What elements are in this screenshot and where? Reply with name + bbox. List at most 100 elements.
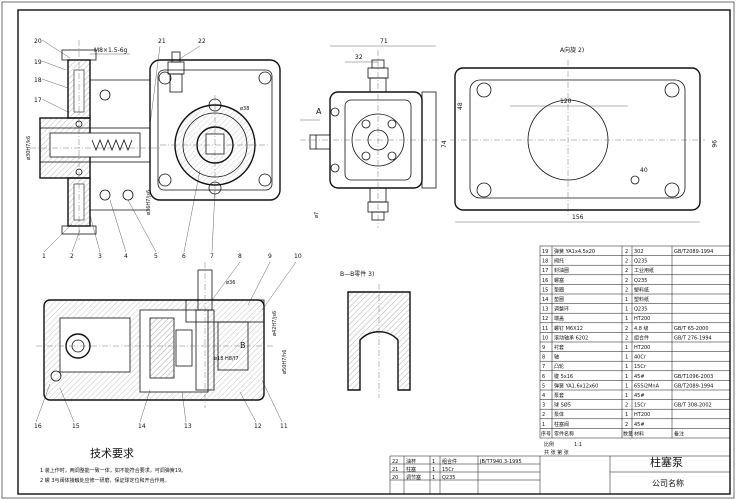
bom-row-material: 40Cr: [634, 355, 647, 361]
drawing-title: 柱塞泵: [650, 455, 683, 469]
bom-row-name: 滚动轴承 6202: [554, 334, 588, 341]
svg-text:3: 3: [98, 253, 102, 260]
bom-row-name: 螺塞: [554, 277, 564, 284]
bom-row-material: 65Si2MnA: [634, 383, 660, 389]
svg-text:7: 7: [210, 253, 214, 260]
bom-row-qty: 1: [625, 297, 628, 303]
dim-156: 156: [572, 214, 584, 221]
svg-text:1: 1: [42, 253, 46, 260]
bom-row-no: 1: [542, 422, 545, 428]
bom-row-qty: 1: [625, 355, 628, 361]
bom-row-material: 15Cr: [634, 364, 647, 370]
bom-row-qty: 2: [625, 403, 628, 409]
callout-group-top: 20 19 18 17 21 22: [34, 38, 206, 126]
std-part-note: JB/T7940.3-1995: [479, 459, 522, 465]
bom-row-no: 11: [542, 326, 548, 332]
bom-row-material: 塑料纸: [634, 296, 649, 303]
company-name: 公司名称: [652, 478, 684, 488]
svg-text:16: 16: [34, 423, 42, 430]
scale-label: 比例: [544, 441, 554, 448]
bom-row-no: 7: [542, 364, 545, 370]
dim-7: ø7: [314, 212, 320, 218]
std-part-name: 油杯: [406, 458, 416, 465]
bom-row-material: 45#: [634, 393, 645, 399]
bom-row-material: HT200: [634, 316, 650, 322]
bom-row-name: 封油圈: [554, 267, 569, 274]
bom-row-material: 工业用纸: [634, 267, 654, 274]
scale-value: 1:1: [574, 442, 582, 448]
bom-row-no: 18: [542, 259, 548, 265]
bom-row-name: 调整环: [554, 306, 569, 313]
bom-row-name: 螺钉 M6X12: [554, 325, 583, 332]
bom-row-name: 轴: [554, 354, 559, 361]
std-part-qty: 1: [432, 467, 435, 473]
std-part-no: 21: [392, 467, 398, 473]
svg-text:12: 12: [254, 423, 262, 430]
bom-row-note: GB/T2089-1994: [674, 383, 713, 389]
bom-row-qty: 1: [625, 307, 628, 313]
callout-group-lower: 1 2 6 8 9 10 16 15 14 13 12 11: [34, 253, 302, 430]
bom-row-material: 302: [634, 249, 644, 255]
fit-dimension-5: ø50H7/h6: [282, 350, 288, 374]
fit-dimension-2: ø36H7/js6: [146, 190, 152, 215]
std-part-no: 22: [392, 459, 398, 465]
dim-48: 48: [457, 102, 464, 110]
view-arrow-a: A: [316, 107, 322, 116]
thread-dimension: M8×1.5-6g: [94, 47, 128, 54]
bom-row-no: 13: [542, 307, 548, 313]
bom-row-no: 15: [542, 287, 548, 293]
bom-row-no: 19: [542, 249, 548, 255]
bom-header-qty: 数量: [623, 430, 633, 437]
svg-text:17: 17: [34, 97, 42, 104]
bom-row-qty: 1: [625, 383, 628, 389]
fit-dimension-3: ø38: [240, 106, 249, 112]
std-part-name: 柱塞: [406, 466, 416, 473]
bom-row-no: 5: [542, 383, 545, 389]
bom-row-qty: 2: [625, 335, 628, 341]
callout-group-bottom: 1 2 3 4 5 6 7: [42, 169, 216, 260]
std-part-material: 15Cr: [442, 467, 455, 473]
bom-row-qty: 2: [625, 278, 628, 284]
bom-row-no: 3: [542, 403, 545, 409]
bom-row-name: 柱塞阀: [554, 421, 569, 428]
dim-96: 96: [710, 140, 717, 148]
section-marker-b: B: [240, 341, 246, 350]
bom-row-qty: 2: [625, 287, 628, 293]
fit-dimension-6: ø18 H8/f7: [214, 356, 239, 362]
sheet-label: 共 张 第 张: [544, 449, 569, 456]
bom-row-no: 12: [542, 316, 548, 322]
dim-74: 74: [441, 140, 448, 148]
bom-row-qty: 1: [625, 364, 628, 370]
dim-40: 40: [640, 167, 648, 174]
title-block: [389, 455, 731, 495]
bom-row-note: GB/T 276-1994: [674, 335, 712, 341]
view-a: [450, 60, 705, 215]
tech-req-title: 技术要求: [90, 447, 134, 460]
front-section-view: [36, 262, 275, 408]
view-b-label: B—B零件 3): [340, 270, 374, 278]
bom-row-name: 凸轮: [554, 363, 564, 370]
svg-text:4: 4: [124, 253, 128, 260]
bom-row-material: 45#: [634, 374, 645, 380]
svg-text:13: 13: [184, 423, 192, 430]
bom-row-qty: 1: [625, 393, 628, 399]
side-view: [300, 50, 440, 228]
bom-row-note: GB/T 308-2002: [674, 403, 712, 409]
bom-row-no: 9: [542, 345, 545, 351]
tech-req-line-1: 1 装上作时，两调整能一致一体，如不能符合要求，可调弹簧19。: [40, 467, 186, 474]
svg-text:18: 18: [34, 77, 42, 84]
bom-row-note: GB/T1096-2003: [674, 374, 713, 380]
bom-row-name: 阀托: [554, 258, 564, 265]
bom-row-name: 垫圈: [554, 286, 564, 293]
bom-row-qty: 2: [625, 326, 628, 332]
std-part-material: 组合件: [442, 458, 457, 465]
svg-text:10: 10: [294, 253, 302, 260]
svg-text:6: 6: [182, 253, 186, 260]
bom-row-no: 17: [542, 268, 548, 274]
bom-row-qty: 2: [625, 249, 628, 255]
bom-row-material: 45#: [634, 422, 645, 428]
bom-row-qty: 2: [625, 268, 628, 274]
